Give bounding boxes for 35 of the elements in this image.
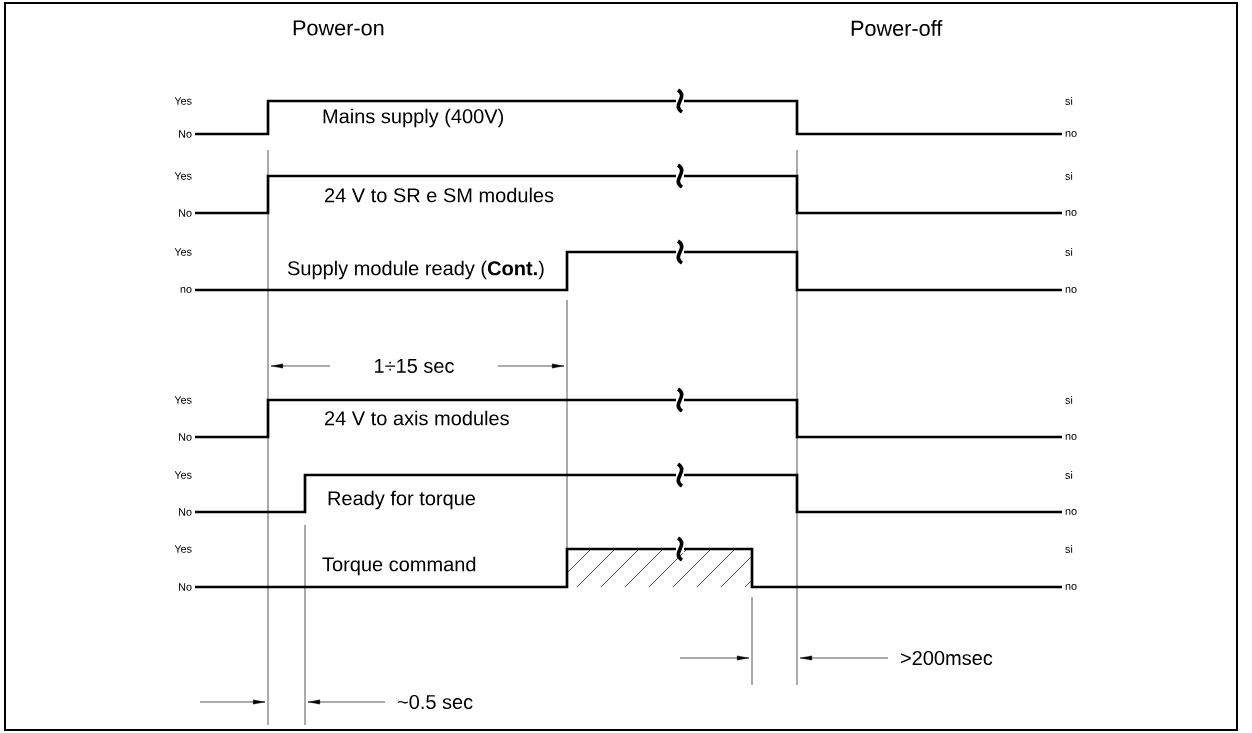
level-label: Yes (174, 248, 192, 256)
level-label: si (1065, 97, 1073, 105)
level-label: No (179, 583, 192, 591)
signal-label: 24 V to SR e SM modules (325, 187, 554, 203)
signal-label: 24 V to axis modules (325, 410, 509, 426)
dimension-label: 1÷15 sec (375, 359, 454, 373)
level-label: Yes (174, 396, 192, 404)
level-label: no (1065, 434, 1077, 440)
dimension-label: >200msec (901, 650, 993, 666)
level-label: No (179, 433, 192, 441)
signal-label: Mains supply (400V) (323, 108, 503, 128)
dimension-label: ~0.5 sec (397, 694, 473, 710)
level-label: no (180, 287, 192, 293)
heading: Power-off (851, 20, 943, 36)
level-label: no (1065, 287, 1077, 293)
level-label: Yes (174, 172, 192, 180)
level-label: Yes (174, 97, 192, 105)
signal-label: Torque command (322, 556, 476, 576)
level-label: No (179, 130, 192, 138)
heading: Power-on (293, 20, 384, 36)
level-label: No (179, 508, 192, 516)
level-label: no (1065, 131, 1077, 137)
level-label: no (1065, 210, 1077, 216)
level-label: si (1065, 248, 1073, 256)
signal-label: Supply module ready (Cont.) (287, 260, 544, 280)
level-label: si (1065, 396, 1073, 404)
level-label: No (179, 209, 192, 217)
level-label: Yes (174, 471, 192, 479)
signal-label: Ready for torque (328, 490, 476, 510)
level-label: si (1065, 172, 1073, 180)
level-label: Yes (174, 545, 192, 553)
level-label: si (1065, 471, 1073, 479)
level-label: no (1065, 509, 1077, 515)
level-label: no (1065, 584, 1077, 590)
level-label: si (1065, 545, 1073, 553)
